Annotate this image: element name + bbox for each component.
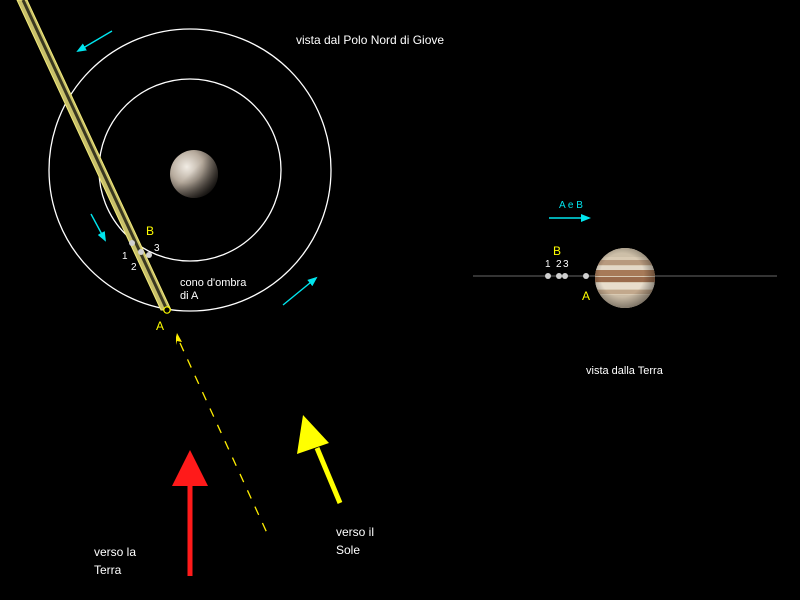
shadow-cone	[17, 0, 171, 310]
top-view-title: vista dal Polo Nord di Giove	[296, 34, 444, 46]
moon-b-earth-position-3	[562, 273, 568, 279]
jupiter-earth-view	[595, 248, 655, 308]
motion-label-earth-view: A e B	[559, 201, 583, 211]
position-3-label-top: 3	[154, 244, 160, 254]
shadow-cone-label-line2: di A	[180, 291, 198, 302]
earth-direction-label-line1: verso la	[94, 546, 136, 558]
position-1-label-top: 1	[122, 252, 128, 262]
motion-arrow-bottom-right	[283, 278, 316, 305]
moon-b-label-earth-view: B	[553, 245, 561, 257]
position-3-label-earth-view: 3	[563, 260, 569, 270]
sun-direction-label-line2: Sole	[336, 544, 360, 556]
earth-direction-label-line2: Terra	[94, 564, 121, 576]
earth-view-title: vista dalla Terra	[586, 366, 663, 377]
moon-b-position-3	[146, 252, 152, 258]
moon-b-position-2	[138, 249, 144, 255]
sun-direction-small-arrowhead	[176, 333, 182, 345]
moon-b-position-1	[129, 240, 135, 246]
jupiter-top-view	[170, 150, 218, 198]
shadow-cone-label-line1: cono d'ombra	[180, 278, 246, 289]
moon-a-earth-view	[583, 273, 589, 279]
position-1-label-earth-view: 1	[545, 260, 551, 270]
moon-a	[164, 307, 170, 313]
moon-b-earth-position-1	[545, 273, 551, 279]
earth-direction-arrow	[172, 450, 208, 576]
sun-direction-dashed-line	[180, 343, 267, 533]
motion-arrow-top-left	[78, 31, 112, 51]
position-2-label-earth-view: 2	[556, 260, 562, 270]
moon-b-earth-position-2	[556, 273, 562, 279]
moon-b-label-top: B	[146, 225, 154, 237]
moon-a-label-earth-view: A	[582, 290, 590, 302]
moon-a-label-top: A	[156, 320, 164, 332]
motion-arrow-inner	[91, 214, 105, 240]
sun-direction-label-line1: verso il	[336, 526, 374, 538]
top-view	[17, 0, 331, 533]
position-2-label-top: 2	[131, 263, 137, 273]
sun-direction-arrow	[297, 415, 340, 503]
earth-view	[473, 218, 777, 308]
